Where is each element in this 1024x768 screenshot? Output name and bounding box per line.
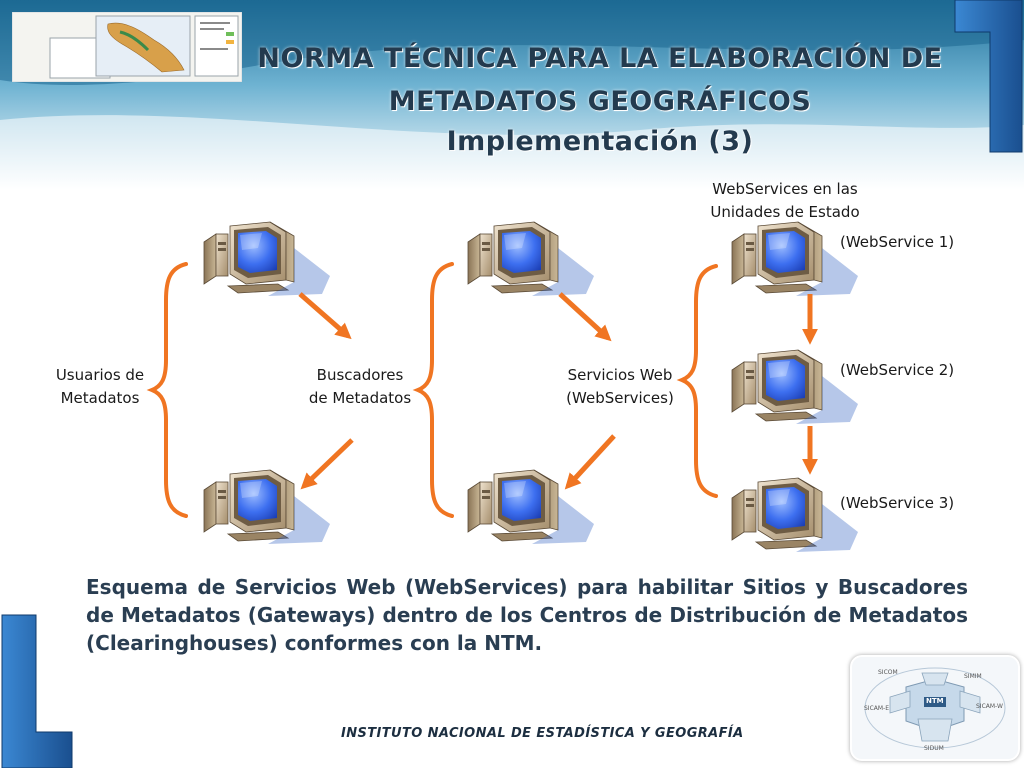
- ntm-logo-label-2: SIMIM: [964, 673, 982, 680]
- users-label-line-2: Metadatos: [60, 389, 140, 407]
- webservice-3-label: (WebService 3): [840, 494, 955, 512]
- ntm-logo-graphic: [864, 667, 1006, 749]
- slide-title-line-1: NORMA TÉCNICA PARA LA ELABORACIÓN DE: [257, 43, 943, 74]
- search-brace: [412, 262, 454, 518]
- webservice-1-label: (WebService 1): [840, 233, 955, 251]
- institution-footer: INSTITUTO NACIONAL DE ESTADÍSTICA Y GEOG…: [341, 726, 744, 741]
- users-label-line-1: Usuarios de: [55, 366, 145, 384]
- users-label: Usuarios de Metadatos: [40, 364, 160, 410]
- search-computer-top-icon: [467, 221, 595, 297]
- search-engines-label-line-2: de Metadatos: [308, 389, 412, 407]
- ntm-logo: NTM SICOM SIMIM SICAM-E SICAM-W SIDUM: [850, 655, 1020, 761]
- web-services-label-line-1: Servicios Web: [567, 366, 673, 384]
- slide-title-line-2: METADATOS GEOGRÁFICOS: [388, 86, 812, 117]
- user-computer-top-icon: [203, 221, 331, 297]
- search-engines-label: Buscadores de Metadatos: [296, 364, 424, 410]
- arrow-services-to-search: [564, 434, 616, 490]
- ntm-logo-label-4: SICAM-W: [976, 703, 1003, 710]
- diagram-caption: Esquema de Servicios Web (WebServices) p…: [86, 575, 968, 655]
- state-units-label: WebServices en las Unidades de Estado: [690, 178, 880, 224]
- map-thumbnail-image: [12, 12, 242, 82]
- webservice-2-label: (WebService 2): [840, 361, 955, 379]
- arrow-user-to-search: [298, 292, 352, 340]
- search-engines-label-line-1: Buscadores: [316, 366, 404, 384]
- web-services-label-line-2: (WebServices): [566, 389, 674, 407]
- ntm-logo-label-1: SICOM: [878, 669, 898, 676]
- ntm-logo-center: NTM: [926, 697, 944, 705]
- ntm-logo-label-3: SICAM-E: [864, 705, 890, 712]
- web-services-label: Servicios Web (WebServices): [550, 364, 690, 410]
- state-units-label-line-1: WebServices en las: [712, 180, 858, 198]
- arrow-search-to-services: [558, 292, 612, 342]
- users-brace: [146, 262, 188, 518]
- webservice-3-computer-icon: [731, 477, 859, 553]
- services-brace: [676, 264, 718, 498]
- state-units-label-line-2: Unidades de Estado: [710, 203, 860, 221]
- slide-subtitle: Implementación (3): [446, 126, 754, 157]
- ntm-logo-label-5: SIDUM: [924, 745, 944, 752]
- arrow-search-to-user: [300, 438, 354, 490]
